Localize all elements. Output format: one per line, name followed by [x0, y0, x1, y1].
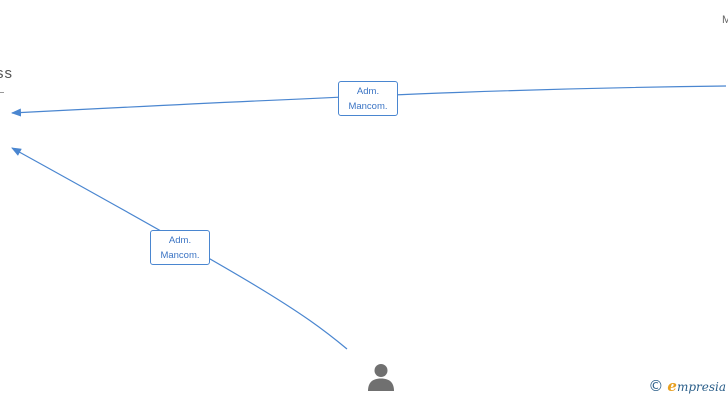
person-icon[interactable]	[366, 362, 396, 392]
brand-watermark: © empresia	[648, 376, 726, 396]
edge-label-adm-mancom-top[interactable]: Adm. Mancom.	[338, 81, 398, 116]
brand-logo: empresia	[667, 377, 726, 395]
right-node-label[interactable]: M	[722, 14, 728, 26]
edge-label-role: Adm.	[356, 86, 380, 97]
edge-right-to-company	[11, 85, 727, 117]
company-node-underline	[0, 92, 4, 93]
edge-label-type: Mancom.	[160, 250, 200, 261]
edge-label-type: Mancom.	[348, 101, 388, 112]
copyright-icon: ©	[648, 377, 664, 395]
company-node-label[interactable]: ss	[0, 65, 13, 82]
edge-person-to-company	[11, 147, 348, 350]
edge-label-adm-mancom-bottom[interactable]: Adm. Mancom.	[150, 230, 210, 265]
edge-label-role: Adm.	[168, 235, 192, 246]
